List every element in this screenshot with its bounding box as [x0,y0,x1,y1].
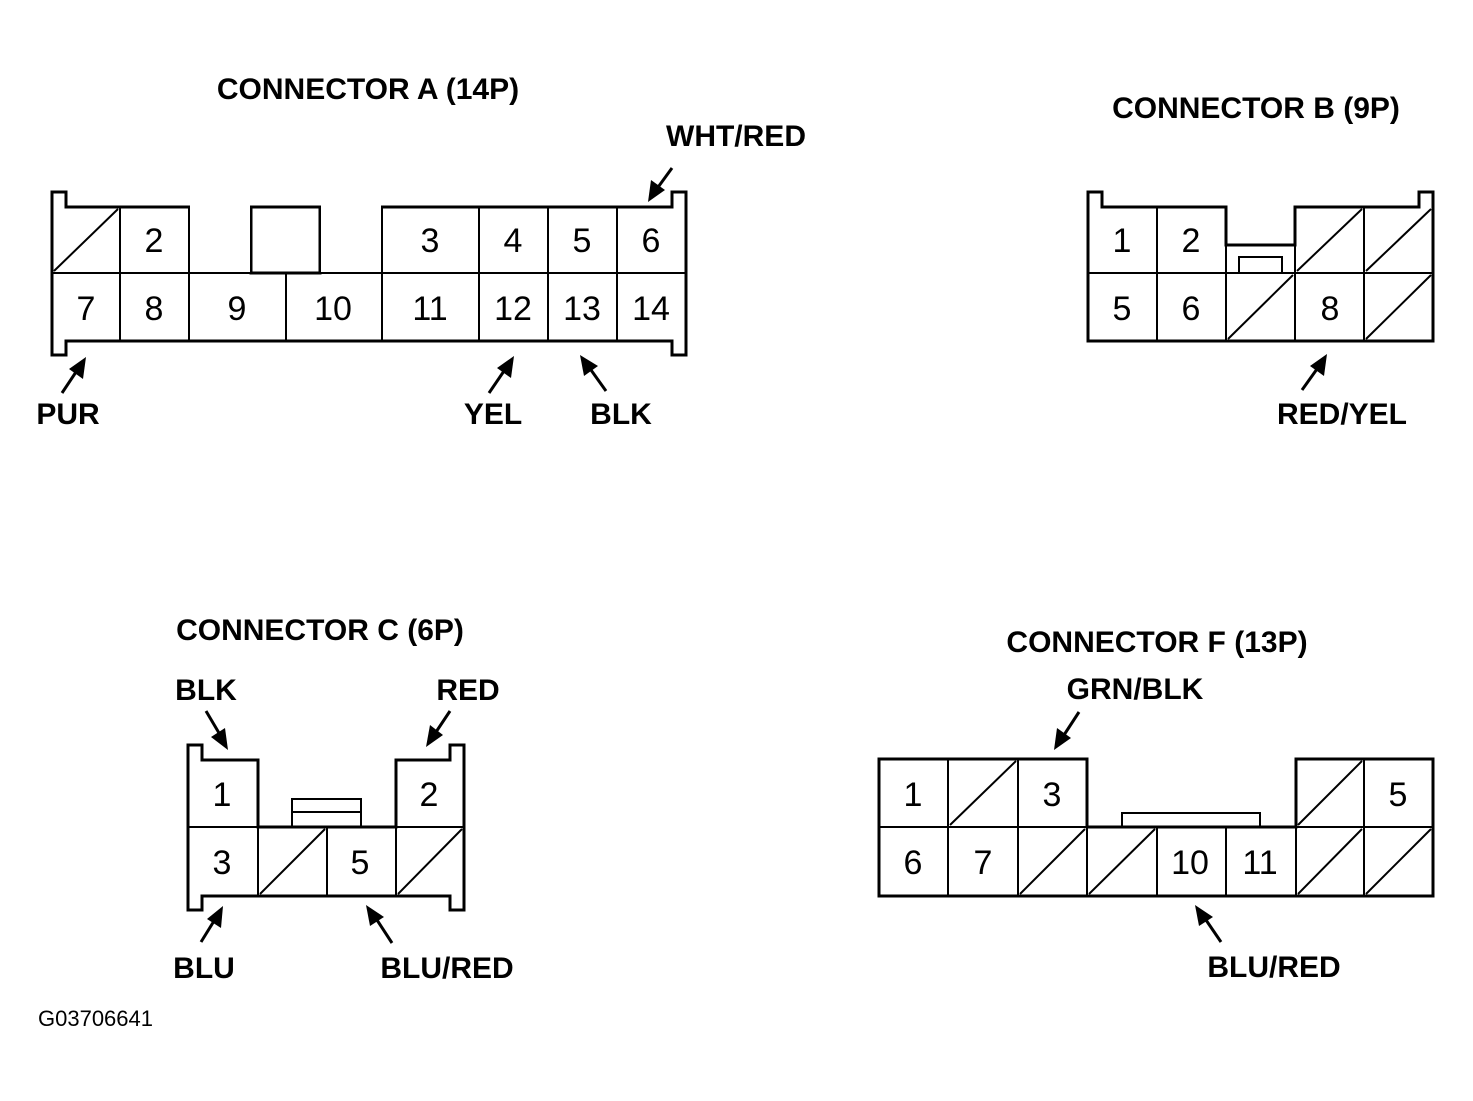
connector-f-pin: 6 [904,844,923,882]
connector-a-pin: 2 [145,222,164,260]
connector-b-pin: 8 [1321,290,1340,328]
connector-f-title: CONNECTOR F (13P) [1006,626,1307,659]
connector-c-pin: 1 [213,776,232,814]
figure-id: G03706641 [38,1006,153,1031]
connector-a-housing [50,190,688,357]
connector-c-pin: 5 [351,844,370,882]
connector-f-pin: 11 [1242,844,1277,882]
connector-b-pin: 2 [1182,222,1201,260]
connector-b-housing [1086,190,1435,343]
connector-f: CONNECTOR F (13P) 1 3 5 6 7 10 11 GRN/BL… [877,626,1435,984]
connector-f-pin: 10 [1171,844,1209,882]
connector-f-latch [1121,812,1261,827]
connector-a-pin: 8 [145,290,164,328]
connector-b-pin: 5 [1113,290,1132,328]
connector-a-pin: 9 [228,290,247,328]
connector-b: CONNECTOR B (9P) 1 2 5 6 8 RED/YEL [1086,92,1435,431]
connector-a-title: CONNECTOR A (14P) [217,73,519,106]
connector-a-pin: 12 [494,290,532,328]
connector-a-pin: 7 [77,290,96,328]
wire-label: RED/YEL [1277,398,1407,431]
connector-c-pin: 2 [420,776,439,814]
wire-label: BLU/RED [1207,951,1340,984]
connector-f-housing [877,757,1435,898]
connector-c-housing [186,743,466,912]
connector-b-pin: 6 [1182,290,1201,328]
connector-a-pin: 13 [563,290,601,328]
connector-a: CONNECTOR A (14P) 2 3 4 5 6 7 8 [36,73,806,431]
connector-a-pin: 4 [504,222,523,260]
connector-a-pin: 6 [642,222,661,260]
connector-a-pin: 10 [314,290,352,328]
connector-a-pin: 11 [412,290,447,328]
connector-c-title: CONNECTOR C (6P) [176,614,464,647]
connector-a-pin: 14 [632,290,670,328]
connector-b-latch [1238,256,1283,274]
connector-a-key [249,205,322,275]
connector-c-pin: 3 [213,844,232,882]
connector-f-pin: 3 [1043,776,1062,814]
connector-f-pin: 5 [1389,776,1408,814]
wire-label: PUR [36,398,100,431]
connector-b-title: CONNECTOR B (9P) [1112,92,1400,125]
connector-a-pin: 3 [421,222,440,260]
connector-f-pin: 7 [974,844,993,882]
wire-label: BLK [175,674,237,707]
wire-label: BLU/RED [380,952,513,985]
wire-label: YEL [464,398,522,431]
connector-b-pin: 1 [1113,222,1132,260]
wire-label: BLK [590,398,652,431]
wire-label: WHT/RED [666,120,806,153]
wire-label: RED [436,674,499,707]
wire-label: GRN/BLK [1067,673,1204,706]
connector-c: CONNECTOR C (6P) 1 2 3 5 BLK RED BLU BLU… [173,614,514,985]
connector-a-pin: 5 [573,222,592,260]
connector-f-pin: 1 [904,776,923,814]
wire-label: BLU [173,952,235,985]
